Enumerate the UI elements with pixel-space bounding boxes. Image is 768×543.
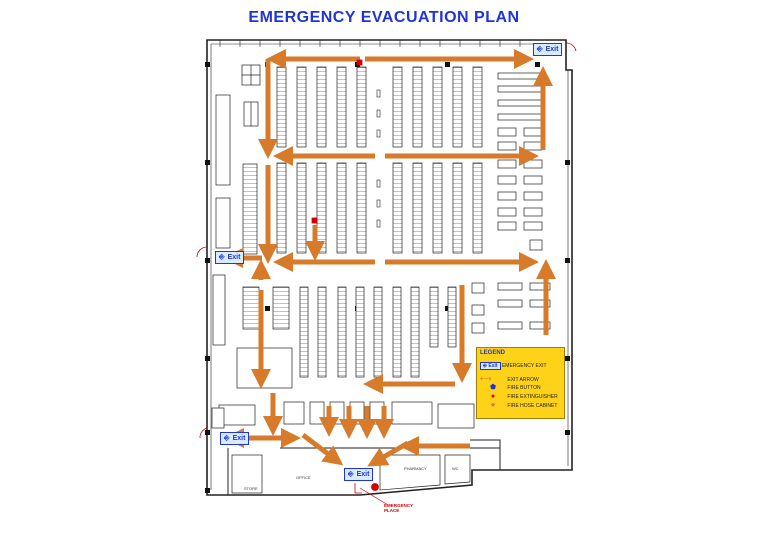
room-label-store: STORE [244,486,258,491]
fire-button-icon: ⬟ [489,384,497,391]
room-label-pharmacy: PHARMACY [404,466,427,471]
legend-item-exit: ⎆ Exit EMERGENCY EXIT [480,362,547,370]
room-label-wc: WC [452,466,459,471]
exit-sign-top-right: ⎆Exit [533,43,563,56]
room-label-office: OFFICE [296,475,311,480]
door-swings [196,42,577,494]
right-fixtures [471,72,551,334]
legend-title: LEGEND [480,350,506,356]
exit-sign-icon: ⎆ [224,435,230,442]
assembly-point-label: EMERGENCY PLACE [384,503,413,513]
checkout-area [211,401,475,494]
fire-equipment [311,59,379,491]
center-posts [376,89,381,228]
legend-box: LEGEND ⎆ Exit EMERGENCY EXIT ⟷ EXIT ARRO… [476,347,565,419]
fire-extinguisher-icon: ● [490,393,496,400]
exit-sign-icon: ⎆ [348,471,354,478]
shelving-middle [276,162,483,254]
legend-item-fire-button: ⬟ FIRE BUTTON [480,384,541,391]
shelving-lower [299,286,457,378]
evacuation-route-arrows [223,49,556,467]
exit-sign-icon: ⎆ [219,254,225,261]
fire-hose-cabinet-icon: ★ [489,402,497,409]
exit-sign-left-bottom: ⎆Exit [220,432,250,445]
legend-item-arrow: ⟷ EXIT ARROW [480,374,539,384]
wall-ticks [219,40,521,47]
exit-sign-left-middle: ⎆Exit [215,251,245,264]
left-fixtures [212,64,293,426]
plan-title: EMERGENCY EVACUATION PLAN [248,9,520,26]
building-walls [206,39,573,496]
legend-item-extinguisher: ● FIRE EXTINGUISHER [480,393,558,400]
assembly-lines [359,487,389,506]
shelving-top [276,66,483,148]
exit-sign-icon: ⎆ [537,46,543,53]
exit-sign-bottom-center: ⎆Exit [344,468,374,481]
exit-sign-icon: ⎆ Exit [480,362,501,370]
arrow-icon: ⟷ [480,374,492,383]
legend-item-hose-cabinet: ★ FIRE HOSE CABINET [480,402,558,409]
